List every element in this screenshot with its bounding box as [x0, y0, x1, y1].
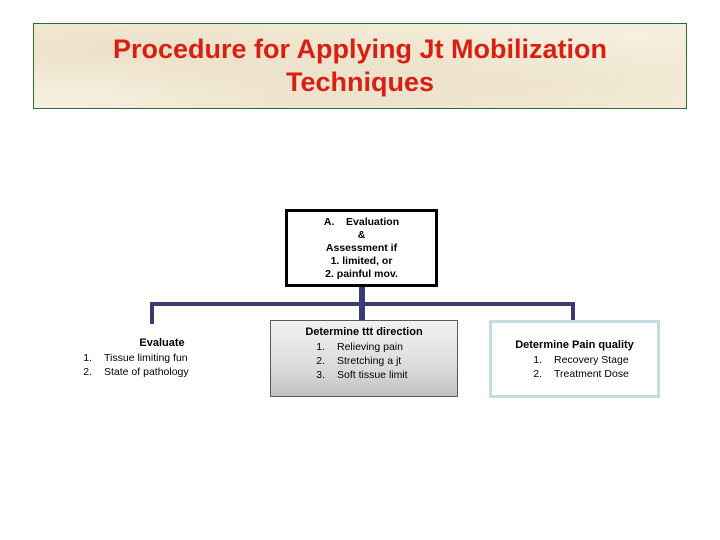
list-item-label: Recovery Stage [554, 353, 629, 366]
node-evaluate-heading: Evaluate [139, 337, 185, 349]
node-evaluate-list: 1. Tissue limiting fun 2. State of patho… [62, 351, 262, 379]
list-item-label: Soft tissue limit [337, 369, 408, 381]
list-item-label: State of pathology [104, 366, 189, 378]
list-item: 2. Stretching a jt [295, 354, 457, 368]
root-line-3: Assessment if [325, 241, 398, 254]
root-line-2: & [357, 228, 366, 241]
list-item-label: Treatment Dose [554, 367, 629, 380]
page-title: Procedure for Applying Jt Mobilization T… [112, 34, 607, 97]
list-item: 1. Tissue limiting fun [70, 351, 262, 365]
list-item-number: 1. [533, 353, 542, 366]
node-determine-pain-quality-heading: Determine Pain quality [515, 338, 634, 351]
root-line-5: 2. painful mov. [325, 267, 398, 280]
list-item-number: 1. [83, 352, 92, 364]
list-item-label: Relieving pain [337, 341, 403, 353]
list-item-number: 2. [533, 367, 542, 380]
list-item-number: 1. [316, 341, 325, 353]
list-item: 2. State of pathology [70, 365, 262, 379]
node-determine-pain-quality[interactable]: Determine Pain quality 1. Recovery Stage… [489, 320, 660, 398]
node-determine-ttt-direction-list: 1. Relieving pain 2. Stretching a jt 3. … [271, 340, 457, 382]
node-determine-ttt-direction-heading: Determine ttt direction [305, 326, 423, 338]
node-evaluation-assessment[interactable]: A. Evaluation & Assessment if 1. limited… [285, 209, 438, 287]
list-item-number: 2. [316, 355, 325, 367]
root-line-4: 1. limited, or [330, 254, 393, 267]
connector-root-stem [359, 287, 365, 304]
list-item: 2. Treatment Dose [512, 367, 657, 381]
slide-title-banner: Procedure for Applying Jt Mobilization T… [33, 23, 687, 109]
list-item-number: 2. [83, 366, 92, 378]
list-item: 1. Recovery Stage [512, 353, 657, 367]
root-line-1: A. Evaluation [323, 215, 400, 228]
node-determine-pain-quality-list: 1. Recovery Stage 2. Treatment Dose [492, 353, 657, 381]
list-item-label: Tissue limiting fun [104, 352, 188, 364]
list-item: 1. Relieving pain [295, 340, 457, 354]
connector-drop-right [571, 302, 575, 322]
node-determine-ttt-direction[interactable]: Determine ttt direction 1. Relieving pai… [270, 320, 458, 397]
node-evaluate[interactable]: Evaluate 1. Tissue limiting fun 2. State… [62, 336, 262, 379]
connector-drop-middle [359, 302, 365, 322]
list-item: 3. Soft tissue limit [295, 368, 457, 382]
list-item-number: 3. [316, 369, 325, 381]
list-item-label: Stretching a jt [337, 355, 402, 367]
connector-drop-left [150, 302, 154, 324]
